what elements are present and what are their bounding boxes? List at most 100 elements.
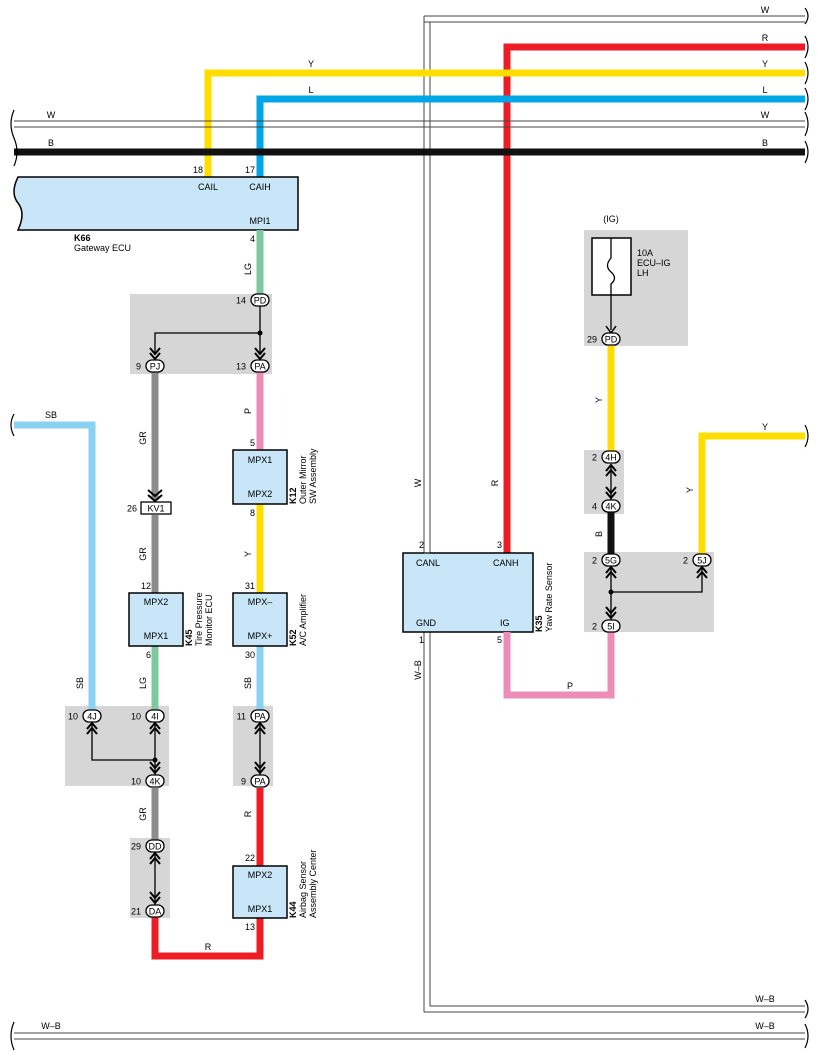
conn-dd: DD [149, 842, 162, 852]
label-lg: LG [243, 263, 253, 275]
conn-4k-right-pin: 4 [592, 502, 597, 512]
k35-num-canh: 3 [497, 540, 502, 550]
k35-num-gnd: 1 [419, 635, 424, 645]
k12-name-1: Outer Mirror [298, 455, 308, 504]
label-top-w: W [761, 5, 770, 15]
label-bus-b-left: B [48, 138, 54, 148]
k66-num-caih: 17 [245, 165, 255, 175]
label-sb-mid: SB [243, 677, 253, 689]
label-l-top: L [308, 85, 313, 95]
label-top-y: Y [762, 59, 768, 69]
conn-pa9-pin: 9 [241, 777, 246, 787]
fuse-supply: (IG) [603, 214, 619, 224]
label-r-vert: R [490, 479, 500, 486]
wire-l-top [256, 95, 805, 178]
conn-pa9: PA [254, 777, 265, 787]
conn-pj-pin: 9 [136, 362, 141, 372]
k52-ac-amplifier-box [232, 592, 288, 647]
junction-dot [257, 330, 263, 336]
label-y-right: Y [685, 487, 695, 493]
conn-pj: PJ [150, 362, 161, 372]
k66-name: Gateway ECU [74, 243, 131, 253]
label-y-right-top: Y [762, 422, 768, 432]
k44-airbag-sensor-box [232, 865, 288, 919]
conn-4j-pin: 10 [68, 712, 78, 722]
w-frame-wire [423, 15, 805, 1013]
k52-code: K52 [288, 629, 298, 646]
k44-num-a: 22 [245, 853, 255, 863]
fuse-icon [606, 238, 616, 330]
k66-gateway-ecu-box [13, 176, 299, 231]
label-sb-left: SB [75, 677, 85, 689]
label-w-vert: W [413, 478, 423, 487]
conn-da: DA [149, 907, 162, 917]
label-gr3: GR [138, 807, 148, 821]
conn-pd-top-pin: 14 [236, 296, 246, 306]
conn-4k-right: 4K [605, 502, 616, 512]
label-sb-left-top: SB [45, 410, 57, 420]
k44-num-b: 13 [245, 922, 255, 932]
label-gr2: GR [138, 547, 148, 561]
label-wb-bus-left: W–B [41, 1021, 61, 1031]
label-wb-right: W–B [755, 994, 775, 1004]
k45-pin-b: MPX1 [144, 631, 169, 641]
k44-name-1: Airbag Sensor [298, 861, 308, 918]
wb-bus-wire [14, 1032, 805, 1040]
pin-capsules [82, 293, 712, 918]
wire-r-bottom [151, 916, 264, 960]
conn-5i: 5I [607, 622, 615, 632]
kv1-pin: 26 [127, 504, 137, 514]
k12-outer-mirror-box [232, 449, 288, 505]
k44-name-2: Assembly Center [308, 849, 318, 918]
kv1-label: KV1 [147, 504, 164, 514]
k66-code: K66 [74, 233, 91, 243]
k35-pin-gnd: GND [416, 618, 437, 628]
junction-dot [152, 757, 158, 763]
k35-yaw-rate-sensor-box [402, 552, 534, 633]
k45-num-a: 12 [141, 581, 151, 591]
kv1-connector [140, 501, 172, 515]
k66-pin-cail: CAIL [198, 182, 218, 192]
k45-code: K45 [184, 629, 194, 646]
k66-num-cail: 18 [193, 165, 203, 175]
k66-num-mpi1: 4 [250, 234, 255, 244]
label-lg2: LG [138, 677, 148, 689]
conn-pa11-pin: 11 [237, 712, 246, 722]
conn-4k: 4K [149, 777, 160, 787]
wire-y-right [698, 432, 805, 556]
conn-pa-top: PA [254, 362, 265, 372]
conn-pa-top-pin: 13 [236, 362, 246, 372]
fuse-name-1: ECU–IG [637, 258, 671, 268]
label-gr1: GR [138, 431, 148, 445]
k12-num-b: 8 [250, 508, 255, 518]
k12-code: K12 [288, 487, 298, 504]
label-top-l: L [762, 85, 767, 95]
label-top-r: R [762, 33, 769, 43]
conn-4k-pin: 10 [131, 777, 141, 787]
label-y-fuse: Y [594, 397, 604, 403]
k44-pin-a: MPX2 [248, 870, 273, 880]
conn-5j-pin: 2 [683, 556, 688, 566]
k52-name-1: A/C Amplifier [298, 594, 308, 646]
label-b-short: B [594, 531, 604, 537]
k12-name-2: SW Assembly [308, 448, 318, 504]
k45-name-1: Tire Pressure [194, 592, 204, 646]
wire-p-ig [503, 630, 615, 699]
k52-num-b: 30 [245, 650, 255, 660]
k66-pin-caih: CAIH [249, 182, 271, 192]
k35-code: K35 [534, 615, 544, 632]
conn-5j: 5J [697, 556, 707, 566]
conn-4i-pin: 10 [131, 712, 141, 722]
w-bus-wire [14, 120, 805, 128]
conn-pd-fuse-pin: 29 [587, 335, 597, 345]
k12-num-a: 5 [250, 438, 255, 448]
k44-pin-b: MPX1 [248, 904, 273, 914]
conn-dd-pin: 29 [131, 842, 141, 852]
k52-num-a: 31 [245, 581, 255, 591]
conn-4j: 4J [87, 712, 97, 722]
conn-5g-pin: 2 [592, 556, 597, 566]
label-y-top: Y [308, 59, 314, 69]
conn-4h-pin: 2 [592, 453, 597, 463]
